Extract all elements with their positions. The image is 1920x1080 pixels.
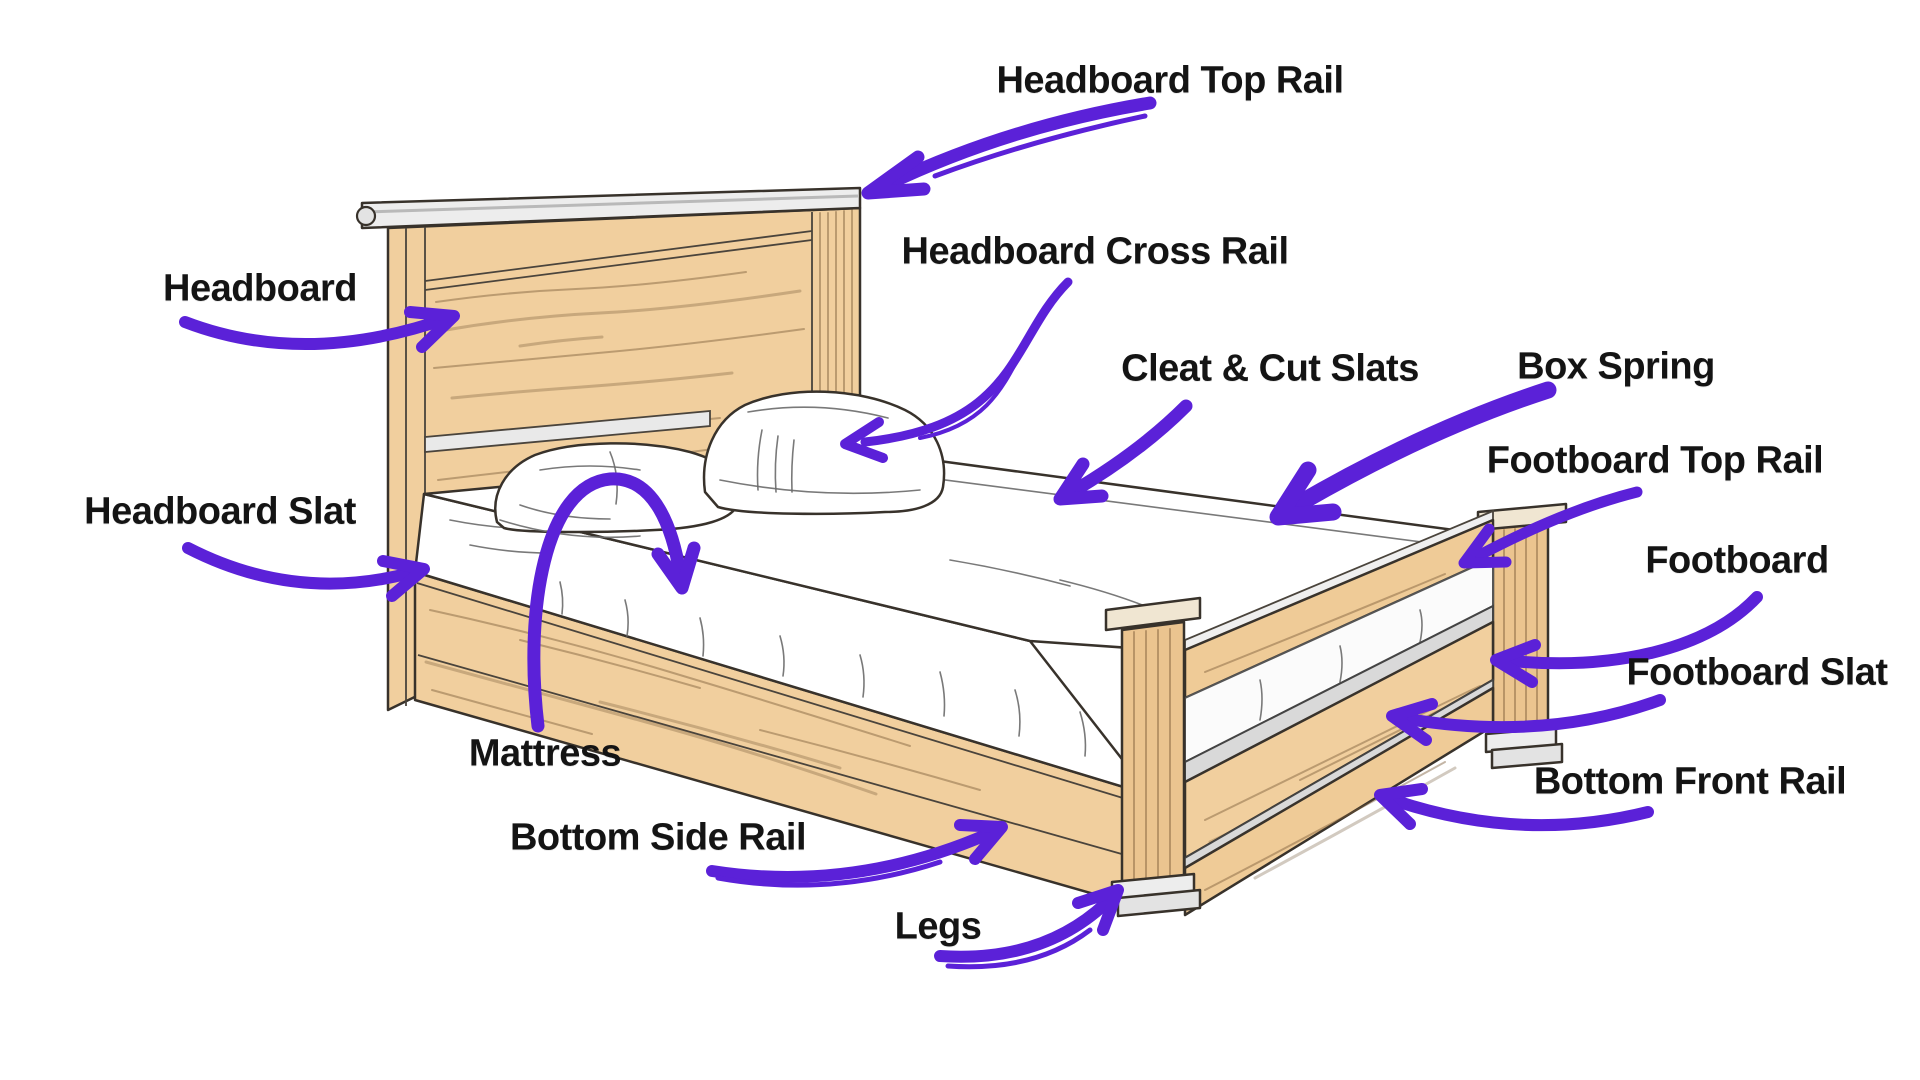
- pillow-right: [702, 390, 946, 516]
- label-headboard-slat: Headboard Slat: [84, 490, 356, 533]
- label-bottom-front-rail: Bottom Front Rail: [1533, 760, 1847, 803]
- label-headboard: Headboard: [163, 267, 357, 310]
- footboard-illustration: [1104, 502, 1568, 918]
- arrow-headboard-slat: [182, 542, 430, 602]
- headboard-top-rail-part: [355, 186, 862, 230]
- arrow-box-spring: [1269, 381, 1557, 526]
- label-legs: Legs: [894, 905, 982, 948]
- annotation-arrows: [179, 96, 1763, 970]
- label-headboard-cross-rail: Headboard Cross Rail: [901, 230, 1290, 273]
- label-box-spring: Box Spring: [1517, 345, 1715, 388]
- label-headboard-top-rail: Headboard Top Rail: [996, 59, 1344, 102]
- arrow-footboard-slat: [1386, 694, 1666, 746]
- label-cleat-cut-slats: Cleat & Cut Slats: [1121, 347, 1419, 390]
- label-footboard: Footboard: [1645, 539, 1829, 582]
- arrow-footboard: [1490, 591, 1763, 688]
- label-footboard-slat: Footboard Slat: [1626, 651, 1888, 694]
- headboard-cross-rail-part: [424, 410, 711, 453]
- pillows: [494, 390, 946, 539]
- label-bottom-side-rail: Bottom Side Rail: [509, 816, 807, 859]
- arrow-legs: [934, 884, 1124, 970]
- box-spring-seam: [883, 471, 1469, 549]
- label-mattress: Mattress: [468, 732, 622, 775]
- arrow-headboard: [179, 306, 460, 353]
- footboard-near-post: [1104, 596, 1202, 918]
- arrow-headboard-top-rail: [861, 96, 1157, 200]
- arrow-mattress: [527, 472, 701, 733]
- label-footboard-top-rail: Footboard Top Rail: [1486, 439, 1824, 482]
- arrow-footboard-top-rail: [1458, 486, 1643, 569]
- arrow-cleat-cut-slats: [1053, 399, 1193, 506]
- arrow-bottom-front-rail: [1374, 783, 1654, 832]
- arrow-headboard-cross-rail: [840, 277, 1073, 463]
- footboard-near-leg: [1110, 872, 1202, 918]
- arrow-bottom-side-rail: [706, 819, 1008, 888]
